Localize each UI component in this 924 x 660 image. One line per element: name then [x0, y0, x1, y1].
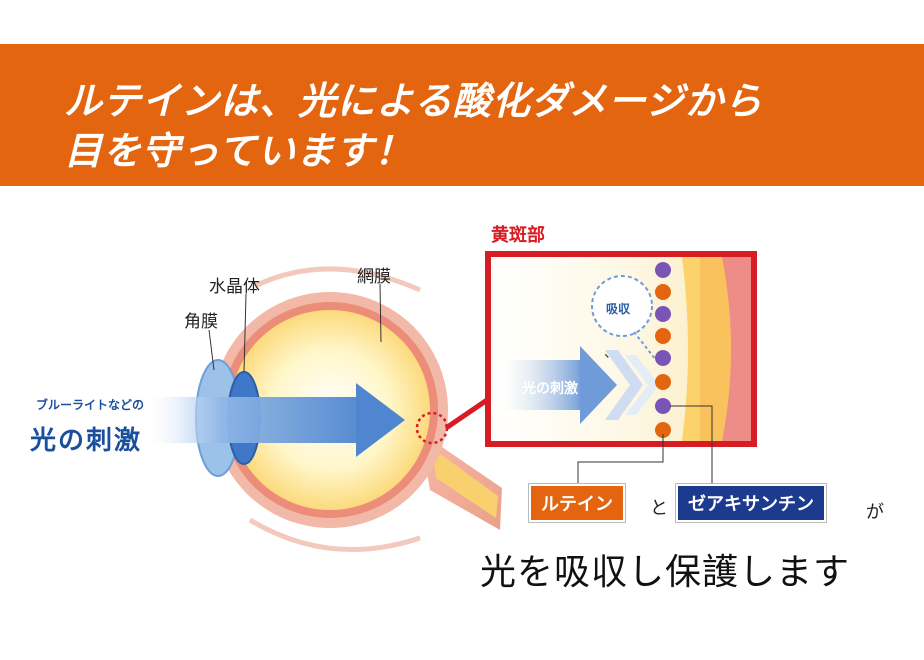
- zeaxanthin-dot: [655, 262, 671, 278]
- zeaxanthin-dot: [655, 398, 671, 414]
- zeaxanthin-dot: [655, 306, 671, 322]
- absorb-label: 吸収: [606, 302, 631, 316]
- optic-nerve-core: [432, 448, 498, 518]
- title-banner: [0, 44, 924, 186]
- banner-title-line-1: ルテインは、光による酸化ダメージから: [64, 78, 763, 123]
- retina-layer: [700, 257, 731, 441]
- label-cornea: 角膜: [184, 312, 218, 332]
- inset-beam-arrowhead: [580, 346, 617, 424]
- lutein-tag: ルテイン: [529, 484, 625, 522]
- lutein-dot: [655, 422, 671, 438]
- label-retina: 網膜: [357, 267, 391, 287]
- leader-line: [379, 283, 382, 343]
- banner-title-line-2: 目を守っています！: [64, 128, 414, 173]
- macula-title: 黄斑部: [491, 225, 545, 246]
- inset-light-beam: [503, 360, 583, 410]
- inset-arrow-label: 光の刺激: [522, 381, 578, 397]
- chevron: [605, 350, 643, 420]
- stimulus-title: 光の刺激: [30, 426, 143, 456]
- leader-line: [243, 293, 247, 373]
- chevron: [625, 355, 659, 415]
- tick-mark: 、: [604, 345, 618, 361]
- sclera-arc: [248, 517, 421, 552]
- absorb-bubble: [591, 275, 653, 337]
- lutein-dot: [655, 284, 671, 300]
- particle-text: が: [866, 502, 884, 523]
- label-crystalline-lens: 水晶体: [209, 277, 260, 297]
- light-beam: [150, 397, 358, 443]
- leader-line: [577, 434, 664, 486]
- lutein-dot: [655, 374, 671, 390]
- conclusion-text: 光を吸収し保護します: [480, 552, 851, 593]
- lutein-dot: [655, 328, 671, 344]
- conjunction-text: と: [650, 498, 668, 519]
- zeaxanthin-tag: ゼアキサンチン: [676, 484, 826, 522]
- stimulus-subtitle: ブルーライトなどの: [36, 398, 145, 412]
- leader-line: [208, 329, 215, 371]
- sclera-arc: [253, 266, 422, 293]
- zeaxanthin-dot: [655, 350, 671, 366]
- connector-line: [444, 395, 492, 431]
- choroid-layer: [722, 257, 751, 441]
- light-beam-arrowhead: [356, 383, 405, 457]
- leader-line: [670, 405, 713, 486]
